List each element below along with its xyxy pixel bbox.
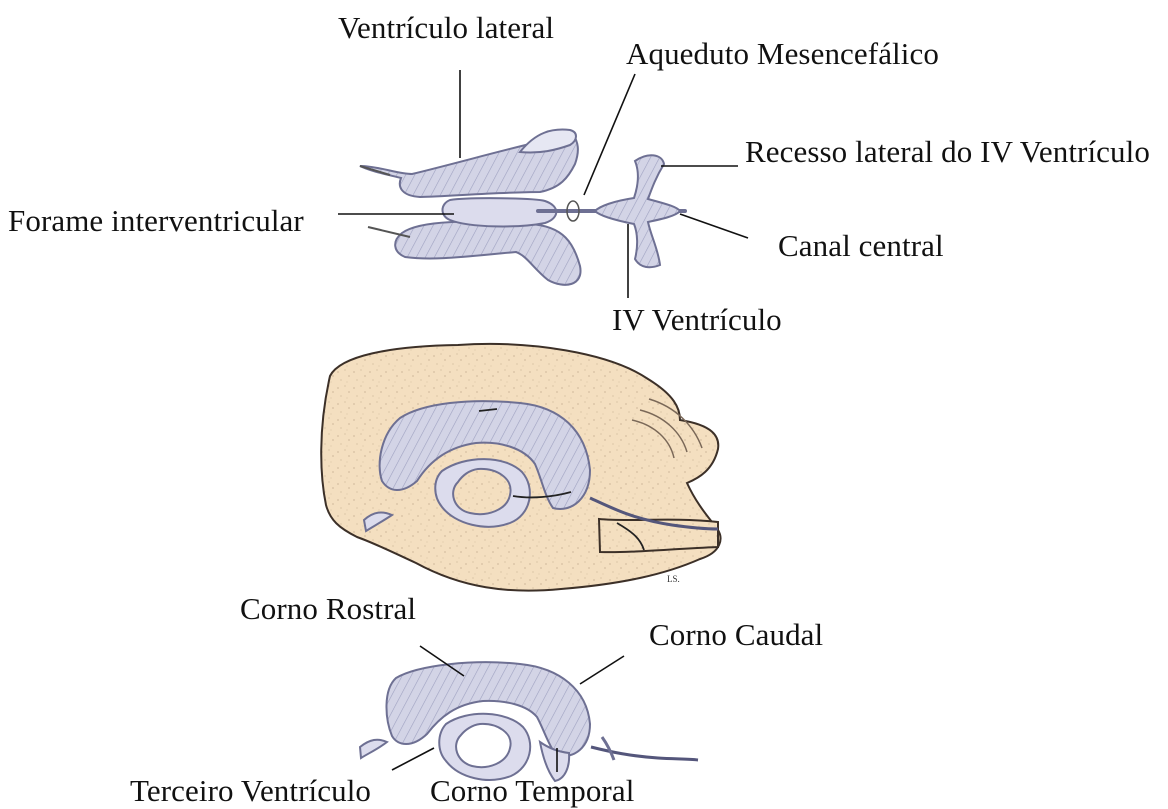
label-canal-central: Canal central: [778, 230, 944, 261]
leader-corno-caudal: [580, 656, 624, 684]
lower-lateral-ventricle-shape: [386, 662, 590, 756]
label-corno-caudal: Corno Caudal: [649, 619, 823, 650]
label-ventriculo-lateral: Ventrículo lateral: [338, 12, 554, 43]
label-corno-rostral: Corno Rostral: [240, 593, 416, 624]
fourth-ventricle-shape: [595, 155, 680, 267]
lower-canal-line: [591, 747, 698, 760]
lower-rostral-horn-shape: [360, 740, 387, 758]
leader-aqueduto: [584, 74, 635, 195]
label-forame-interventricular: Forame interventricular: [8, 205, 304, 236]
label-iv-ventriculo: IV Ventrículo: [612, 304, 782, 335]
lower-third-ventricle-ring-shape: [439, 714, 530, 780]
leader-canal-central: [680, 214, 748, 238]
label-terceiro-ventriculo: Terceiro Ventrículo: [130, 775, 371, 806]
ls-signature: LS.: [667, 574, 680, 584]
leader-terceiro-ventriculo: [392, 748, 434, 770]
label-corno-temporal: Corno Temporal: [430, 775, 634, 806]
label-recesso-lateral: Recesso lateral do IV Ventrículo: [745, 136, 1150, 167]
dorsal-view-figure: [360, 130, 685, 285]
brain-lateral-view-figure: LS.: [321, 344, 720, 591]
label-aqueduto-mesencefalico: Aqueduto Mesencefálico: [626, 38, 939, 69]
right-lateral-ventricle-shape: [395, 222, 580, 285]
isolated-ventricle-figure: [360, 662, 698, 781]
